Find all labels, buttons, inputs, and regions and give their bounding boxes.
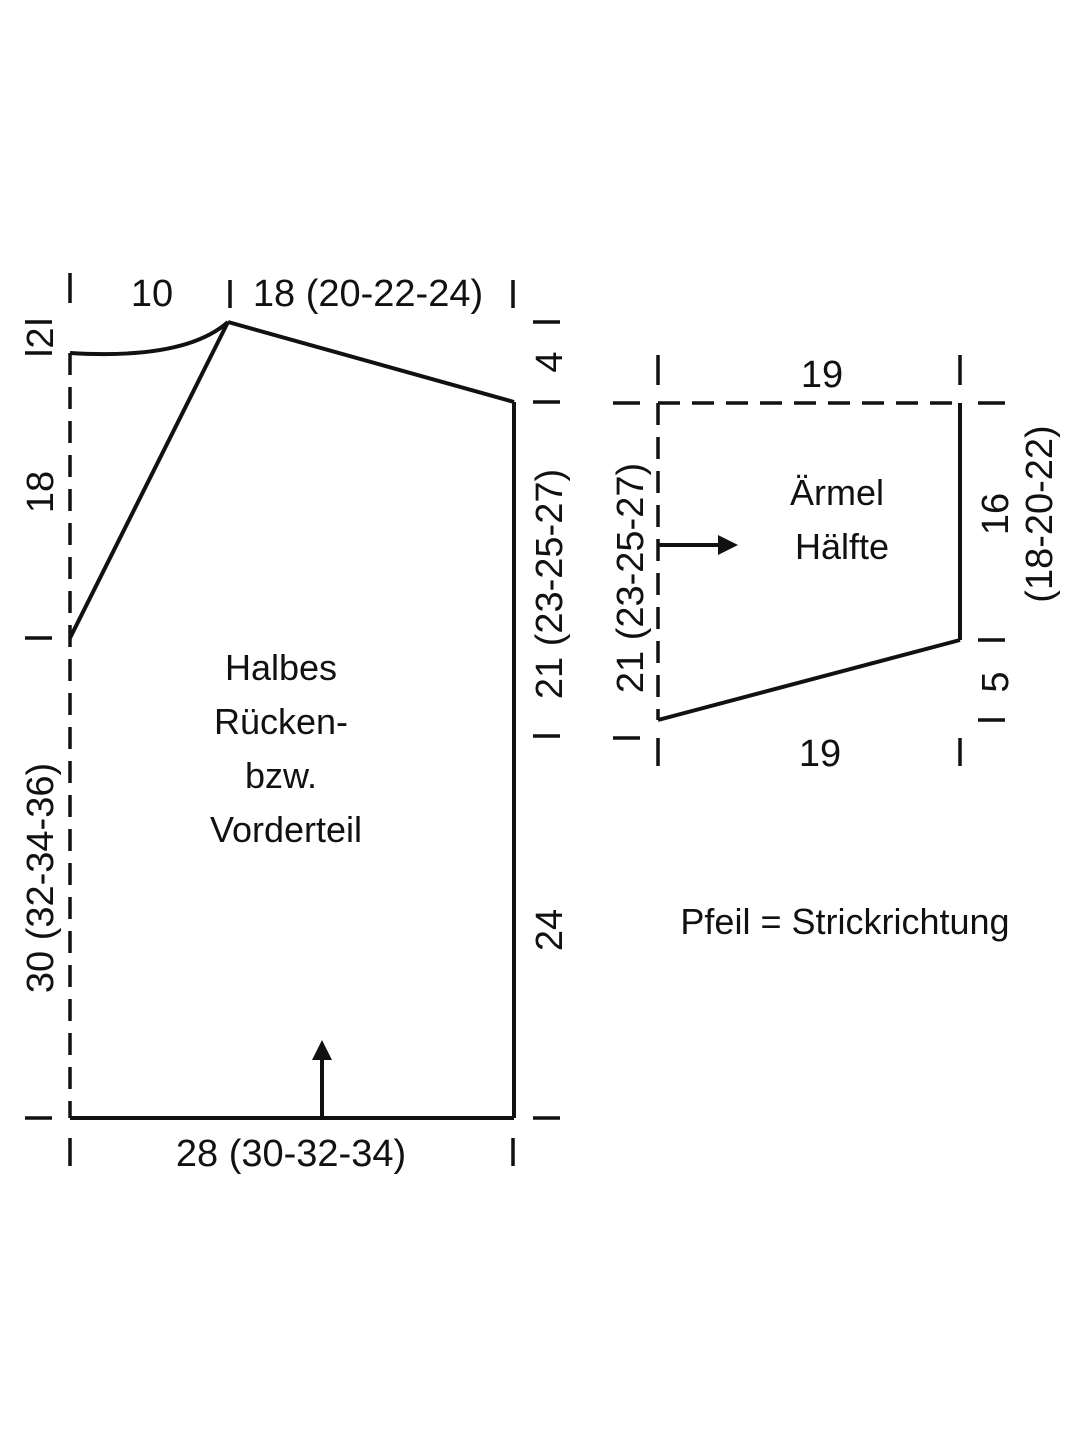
body-label-line: Rücken- [214,701,348,742]
sleeve-piece-label: Ärmel Hälfte [790,472,894,567]
sleeve-dim-left-height: 21 (23-25-27) [610,463,652,693]
body-piece: 10 18 (20-22-24) 2 18 30 (32-34-36) 4 21… [20,273,571,1175]
body-shoulder-line [227,320,515,404]
body-dim-armhole-height: 21 (23-25-27) [529,469,571,699]
body-piece-label: Halbes Rücken- bzw. Vorderteil [210,647,362,850]
sleeve-dim-right-height: 16 [975,493,1017,535]
body-dim-raglan-height: 18 [20,471,62,513]
body-dim-lower-height: 30 (32-34-36) [20,763,62,993]
sleeve-dim-right-height-sizes: (18-20-22) [1019,425,1061,602]
body-raglan-line [68,321,230,639]
body-dim-shoulder-drop: 4 [529,351,571,372]
sleeve-dim-top-width: 19 [801,354,843,396]
body-label-line: Vorderteil [210,809,362,850]
body-dim-neck-drop: 2 [20,327,62,348]
sleeve-bottom-edge [657,638,961,722]
body-dim-neck-width: 10 [131,273,173,315]
body-label-line: bzw. [245,755,317,796]
body-label-line: Halbes [225,647,337,688]
sleeve-piece: 19 19 21 (23-25-27) 16 (18-20-22) 5 Ärme… [610,354,1061,775]
body-neckline-curve [69,320,230,357]
sleeve-label-line: Hälfte [795,526,889,567]
body-dim-shoulder-width: 18 (20-22-24) [253,273,483,315]
body-dim-bottom-width: 28 (30-32-34) [176,1133,406,1175]
body-dim-side-height: 24 [529,909,571,951]
sleeve-label-line: Ärmel [790,472,884,513]
sleeve-dim-right-drop: 5 [975,671,1017,692]
sleeve-dim-bottom-width: 19 [799,733,841,775]
legend-text: Pfeil = Strickrichtung [680,901,1009,942]
